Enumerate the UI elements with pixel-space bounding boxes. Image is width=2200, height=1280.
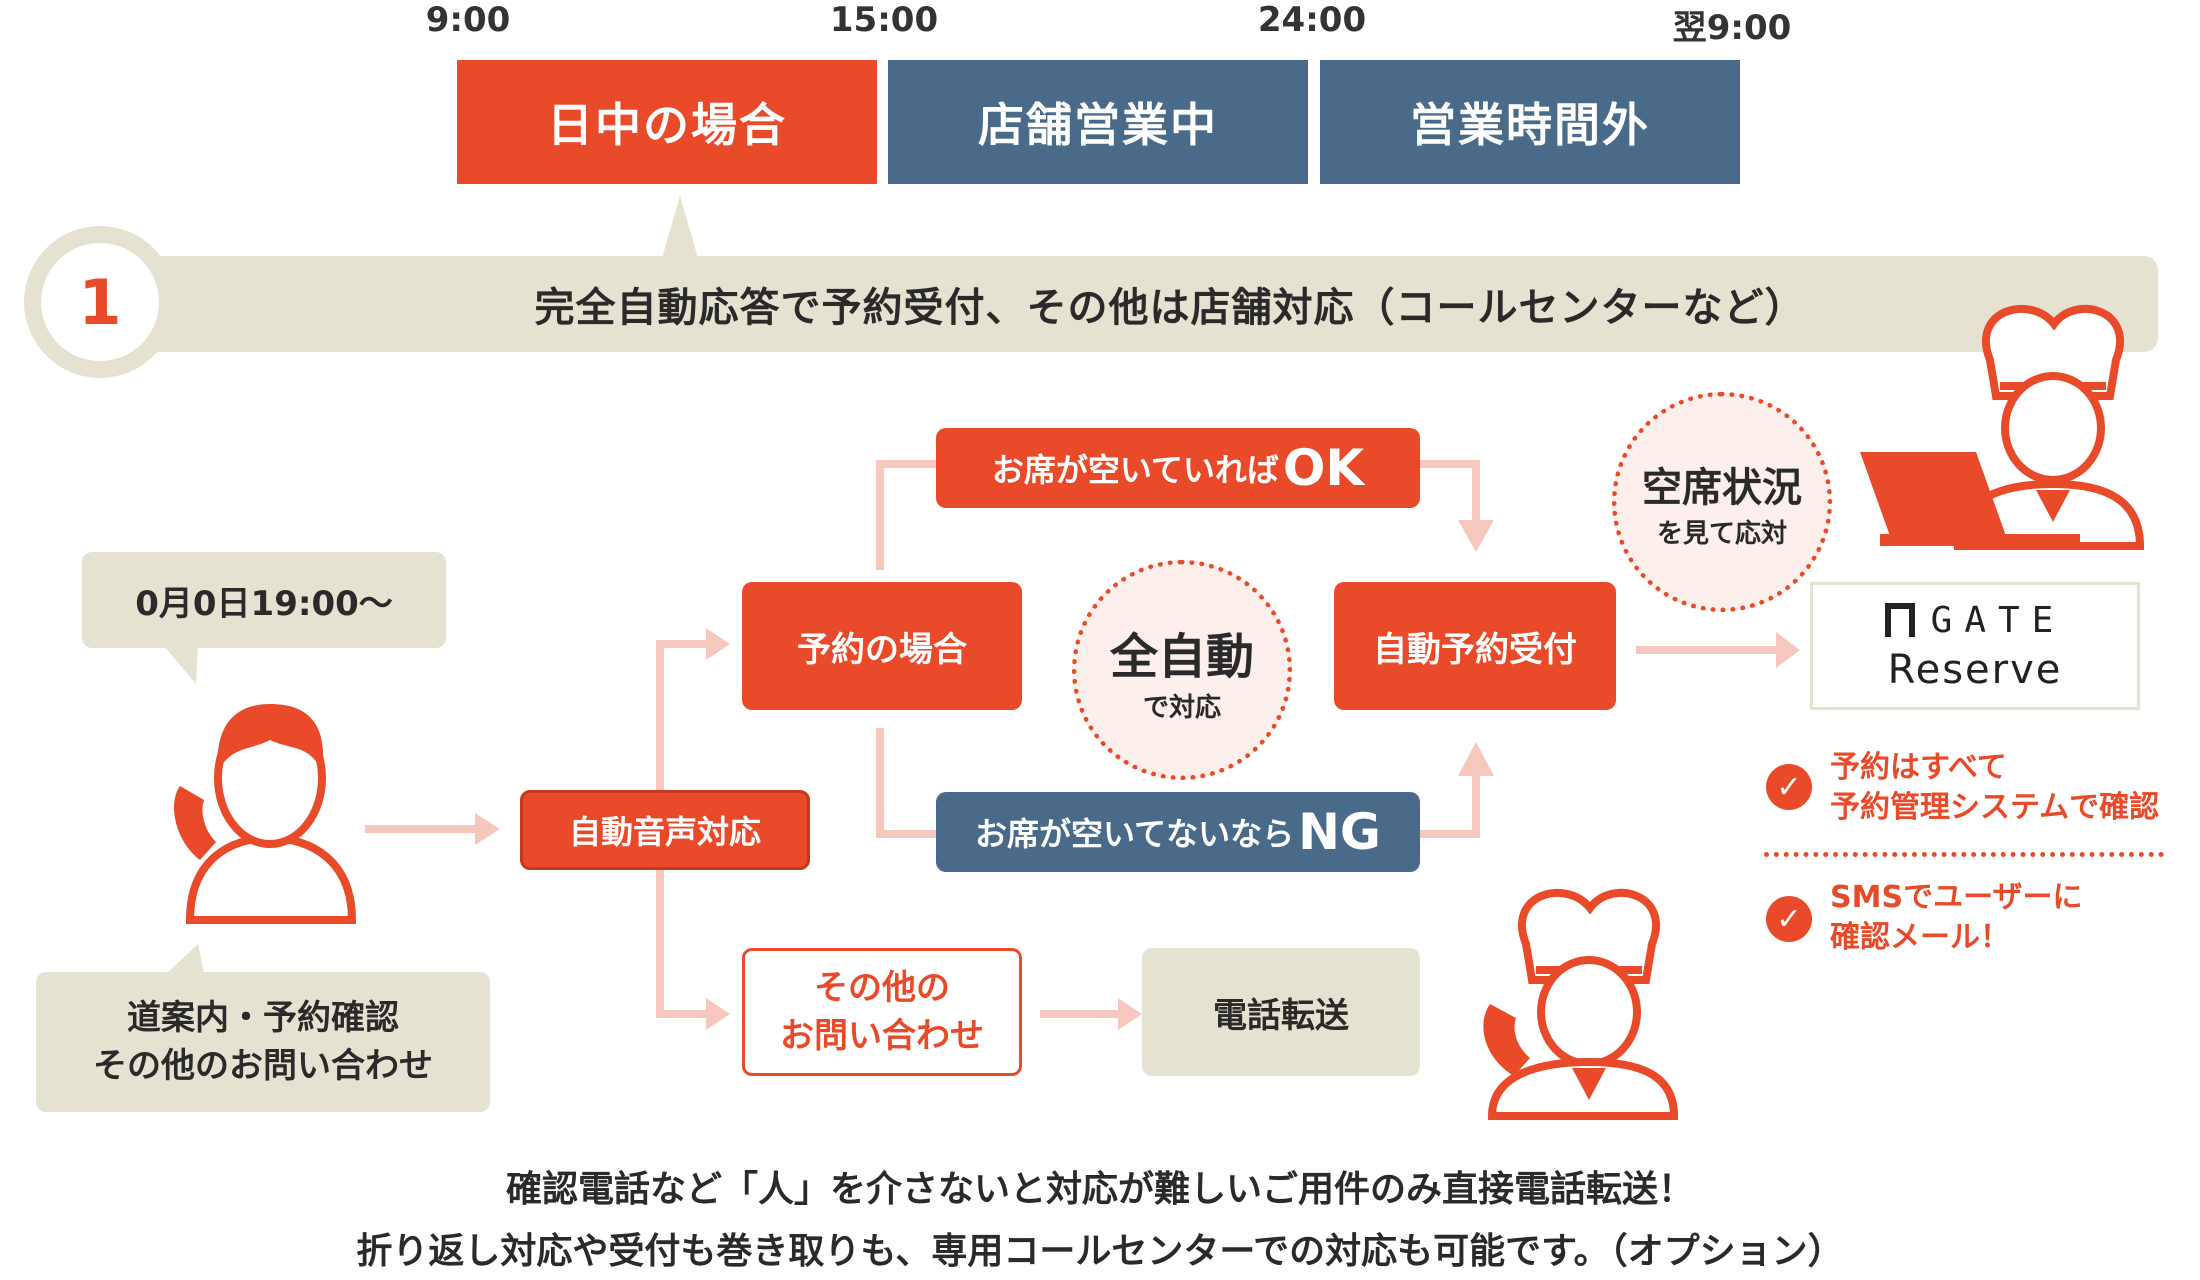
tab-store-open: 店舗営業中: [888, 60, 1308, 184]
banner-pointer: [662, 196, 698, 258]
logo-top-row: GATE: [1884, 599, 2066, 641]
auto-reservation-accept: 自動予約受付: [1334, 582, 1616, 710]
phone-transfer: 電話転送: [1142, 948, 1420, 1076]
caller-purpose: 道案内・予約確認 その他のお問い合わせ: [36, 972, 490, 1112]
time-label-next-0900: 翌9:00: [1672, 8, 1792, 48]
time-label-2400: 24:00: [1257, 0, 1367, 40]
chef-with-laptop-icon: [1860, 305, 2145, 550]
seat-status-badge: 空席状況 を見て応対: [1612, 392, 1832, 612]
check-icon-2: ✓: [1766, 896, 1812, 942]
ng-prefix: お席が空いてないなら: [975, 815, 1295, 853]
reservation-case: 予約の場合: [742, 582, 1022, 710]
other-inquiries: その他の お問い合わせ: [742, 948, 1022, 1076]
time-label-1500: 15:00: [829, 0, 939, 40]
chef-on-phone-icon: [1483, 889, 1679, 1120]
tab-daytime: 日中の場合: [457, 60, 877, 184]
ng-suffix: NG: [1298, 803, 1381, 861]
notes-divider: [1764, 852, 2164, 857]
note1-line1: 予約はすべて: [1830, 750, 2007, 785]
other-line1: その他の: [814, 968, 950, 1008]
ok-prefix: お席が空いていれば: [991, 451, 1279, 489]
step-banner: [40, 256, 2158, 352]
footer-line1: 確認電話など「人」を介さないと対応が難しいご用件のみ直接電話転送！: [505, 1169, 1694, 1210]
speech-bubble-tail: [164, 646, 198, 684]
seat-unavailable-ng: お席が空いてないなら NG: [936, 792, 1420, 872]
logo-top-text: GATE: [1930, 599, 2066, 641]
purpose-tail: [166, 944, 204, 974]
step-number-badge: 1: [24, 226, 176, 378]
note2-line1: SMSでユーザーに: [1830, 880, 2083, 915]
step-title: 完全自動応答で予約受付、その他は店舗対応（コールセンターなど）: [534, 285, 1806, 331]
caller-speech-bubble: 0月0日19:00〜: [82, 552, 446, 648]
full-auto-badge: 全自動 で対応: [1072, 560, 1292, 780]
note2-line2: 確認メール！: [1830, 920, 2010, 955]
time-label-0900: 9:00: [425, 0, 511, 40]
seat-status-sub: を見て応対: [1656, 518, 1787, 549]
other-line2: お問い合わせ: [780, 1016, 984, 1056]
gate-reserve-logo: GATE Reserve: [1810, 582, 2140, 710]
logo-bottom-text: Reserve: [1887, 646, 2063, 693]
ok-suffix: OK: [1282, 439, 1365, 497]
caller-person-icon: [174, 704, 357, 924]
caller-purpose-line1: 道案内・予約確認: [127, 998, 399, 1038]
full-auto-main: 全自動: [1109, 628, 1254, 685]
seat-status-main: 空席状況: [1642, 464, 1802, 511]
step-number: 1: [78, 265, 122, 339]
footer-line2: 折り返し対応や受付も巻き取りも、専用コールセンターでの対応も可能です。（オプショ…: [356, 1231, 1844, 1272]
tab-after-hours: 営業時間外: [1320, 60, 1740, 184]
note1-line2: 予約管理システムで確認: [1830, 790, 2160, 825]
check-icon-1: ✓: [1766, 764, 1812, 810]
note-sms-confirmation: SMSでユーザーに 確認メール！: [1830, 878, 2082, 958]
full-auto-sub: で対応: [1142, 692, 1221, 723]
gate-mark-icon: [1884, 603, 1915, 637]
note-reservation-check: 予約はすべて 予約管理システムで確認: [1830, 748, 2159, 828]
caller-purpose-line2: その他のお問い合わせ: [93, 1046, 433, 1086]
auto-voice-response: 自動音声対応: [520, 790, 810, 870]
seat-available-ok: お席が空いていれば OK: [936, 428, 1420, 508]
